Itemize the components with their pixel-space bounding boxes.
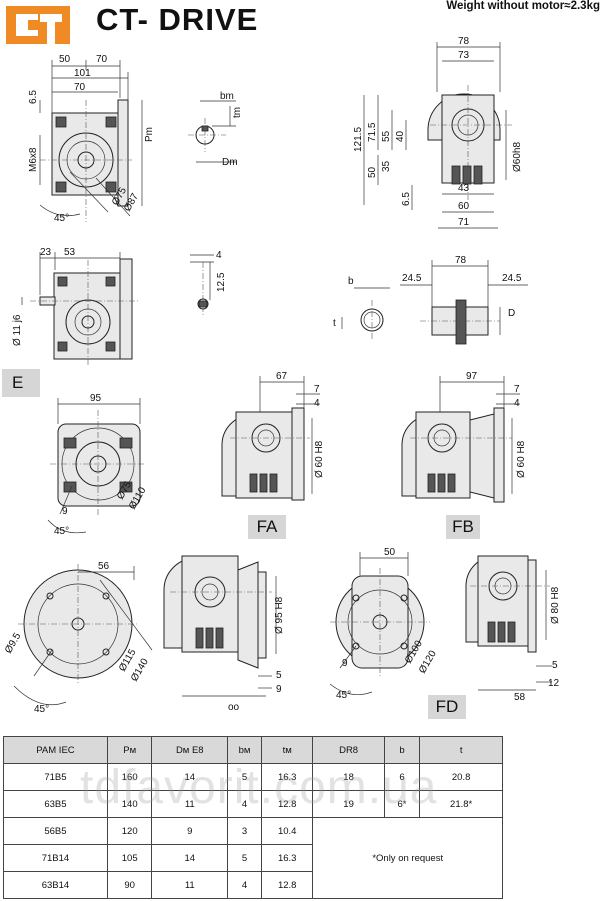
table-cell: 63B14 xyxy=(4,872,108,899)
table-cell: 10.4 xyxy=(261,818,312,845)
fb-dim-label: 4 xyxy=(514,398,520,409)
table-cell: 56B5 xyxy=(4,818,108,845)
fd-dim-label: Ø 80 H8 xyxy=(550,586,561,624)
hollow-dim-label: t xyxy=(333,318,336,329)
hollow-dim-label: D xyxy=(508,308,515,319)
front-dim-label: 70 xyxy=(74,82,86,93)
side-dim-label: 78 xyxy=(458,36,470,47)
flange-140-side-drawing: Ø 95 H8 5 9 oo xyxy=(164,556,285,713)
front-dim-label: 6.5 xyxy=(28,90,39,104)
flange-120-dim-label: 45° xyxy=(336,690,351,701)
flange-120-drawing: 50 9 Ø100 Ø120 45° xyxy=(330,547,439,701)
key-dim-label: Dm xyxy=(222,157,238,168)
flange-95-dim-label: 9 xyxy=(62,506,68,517)
side-dim-label: 73 xyxy=(458,50,470,61)
fa-drawing: 67 7 4 Ø 60 H8 xyxy=(222,371,325,500)
table-cell: 120 xyxy=(107,818,152,845)
table-cell: 4 xyxy=(228,872,262,899)
f140-side-dim-label: 5 xyxy=(276,670,282,681)
side-dim-label: 121.5 xyxy=(353,127,364,152)
side-dim-label: 43 xyxy=(458,183,470,194)
table-cell: 9 xyxy=(152,818,228,845)
flange-140-dim-label: 45° xyxy=(34,704,49,715)
shaft-e-drawing: 23 53 Ø 11 j6 xyxy=(12,247,140,365)
shaft-e-dim-label: 53 xyxy=(64,247,76,258)
fb-dim-label: 97 xyxy=(466,371,478,382)
flange-95-dim-label: 45° xyxy=(54,526,69,537)
technical-drawings: 50 70 101 70 6.5 M6x8 Pm Ø75 Ø87 45° bm … xyxy=(0,0,606,730)
fd-dim-label: 12 xyxy=(548,678,560,689)
table-cell: 12.8 xyxy=(261,872,312,899)
table-cell: 105 xyxy=(107,845,152,872)
table-note: *Only on request xyxy=(313,818,503,899)
side-dim-label: 71.5 xyxy=(367,122,378,142)
key-e-dim-label: 12.5 xyxy=(216,272,227,292)
fb-drawing: 97 7 4 Ø 60 H8 xyxy=(402,371,527,502)
side-dim-label: 55 xyxy=(381,130,392,142)
side-dim-label: 71 xyxy=(458,217,470,228)
front-dim-label: 70 xyxy=(96,54,108,65)
table-cell: 11 xyxy=(152,872,228,899)
key-dim-label: bm xyxy=(220,91,234,102)
table-cell: 90 xyxy=(107,872,152,899)
side-dim-label: 40 xyxy=(395,130,406,142)
flange-120-dim-label: 50 xyxy=(384,547,396,558)
flange-120-dim-label: Ø120 xyxy=(417,648,439,675)
front-dim-label: 101 xyxy=(74,68,91,79)
front-dim-label: Pm xyxy=(144,127,155,142)
flange-120-dim-label: 9 xyxy=(342,658,348,669)
front-dim-label: 45° xyxy=(54,213,69,224)
hollow-dim-label: 78 xyxy=(455,255,467,266)
front-dim-label: 50 xyxy=(59,54,71,65)
key-dim-label: tm xyxy=(232,107,243,118)
flange-140-dim-label: Ø9.5 xyxy=(3,631,24,656)
side-view-drawing: 78 73 121.5 71.5 55 40 35 50 6.5 43 60 7… xyxy=(353,36,523,228)
fa-dim-label: Ø 60 H8 xyxy=(314,440,325,478)
table-row: 56B5 120 9 3 10.4 *Only on request xyxy=(4,818,503,845)
side-dim-label: 35 xyxy=(381,160,392,172)
table-cell: 14 xyxy=(152,845,228,872)
fa-dim-label: 7 xyxy=(314,384,320,395)
fd-drawing: Ø 80 H8 5 12 58 xyxy=(466,556,561,703)
table-cell: 71B14 xyxy=(4,845,108,872)
hollow-dim-label: b xyxy=(348,276,354,287)
watermark: tdfavorit.com.ua xyxy=(80,760,437,815)
table-cell: 5 xyxy=(228,845,262,872)
flange-95-drawing: 95 Ø75 Ø110 9 45° xyxy=(48,393,149,537)
shaft-e-dim-label: 23 xyxy=(40,247,52,258)
f140-side-dim-label: oo xyxy=(228,702,240,713)
hollow-dim-label: 24.5 xyxy=(502,273,522,284)
fa-dim-label: 67 xyxy=(276,371,288,382)
hollow-dim-label: 24.5 xyxy=(402,273,422,284)
front-view-drawing: 50 70 101 70 6.5 M6x8 Pm Ø75 Ø87 45° xyxy=(28,54,155,224)
f140-side-dim-label: Ø 95 H8 xyxy=(274,596,285,634)
front-dim-label: M6x8 xyxy=(28,147,39,172)
fd-dim-label: 58 xyxy=(514,692,526,703)
side-dim-label: Ø60h8 xyxy=(512,142,523,172)
key-e-dim-label: 4 xyxy=(216,250,222,261)
output-key-drawing: 4 12.5 xyxy=(190,250,227,315)
side-dim-label: 50 xyxy=(367,166,378,178)
shaft-e-dim-label: Ø 11 j6 xyxy=(12,314,23,346)
side-dim-label: 60 xyxy=(458,201,470,212)
fa-dim-label: 4 xyxy=(314,398,320,409)
input-key-drawing: bm tm Dm xyxy=(188,91,243,168)
f140-side-dim-label: 9 xyxy=(276,684,282,695)
fb-dim-label: Ø 60 H8 xyxy=(516,440,527,478)
table-cell: 16.3 xyxy=(261,845,312,872)
flange-95-dim-label: 95 xyxy=(90,393,102,404)
fb-dim-label: 7 xyxy=(514,384,520,395)
flange-140-drawing: 56 Ø9.5 Ø115 Ø140 45° xyxy=(3,561,152,715)
flange-140-dim-label: 56 xyxy=(98,561,110,572)
fd-dim-label: 5 xyxy=(552,660,558,671)
table-cell: 3 xyxy=(228,818,262,845)
side-dim-label: 6.5 xyxy=(401,192,412,206)
hollow-shaft-drawing: 78 24.5 24.5 b t D xyxy=(333,255,528,344)
